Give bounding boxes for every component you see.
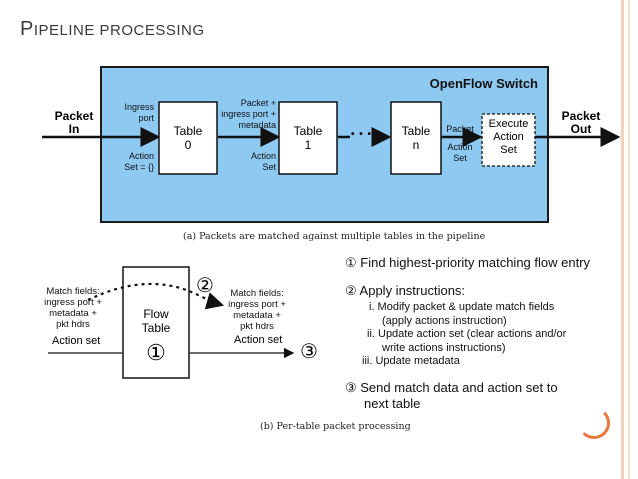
title-rest: IPELINE PROCESSING bbox=[33, 22, 205, 39]
step3-line: next table bbox=[364, 396, 421, 411]
caption-a: (a) Packets are matched against multiple… bbox=[183, 231, 486, 242]
caption-b: (b) Per-table packet processing bbox=[260, 421, 411, 432]
instruction-step-2: ② Apply instructions: bbox=[345, 283, 466, 298]
decorative-circle-icon bbox=[578, 407, 610, 439]
flow-table-box bbox=[122, 266, 190, 379]
slide-border-right bbox=[621, 0, 624, 479]
switch-label: OpenFlow Switch bbox=[430, 76, 538, 91]
table-1-box bbox=[278, 101, 338, 175]
action-set-out-label: Action set bbox=[234, 334, 283, 346]
action-set-in-label: Action set bbox=[52, 335, 101, 347]
step2-item: iii. Update metadata bbox=[362, 355, 460, 367]
flow-table-marker: ① bbox=[146, 340, 166, 365]
packet-metadata-label: Packet +ingress port +metadata bbox=[221, 98, 276, 130]
match-fields-dashed-arrow bbox=[87, 282, 225, 310]
step2-item: ii. Update action set (clear actions and… bbox=[367, 328, 567, 340]
slide-border-right-inner bbox=[628, 0, 630, 479]
match-fields-out: Match fields:ingress port +metadata +pkt… bbox=[228, 288, 286, 332]
page-title: PIPELINE PROCESSING bbox=[20, 18, 205, 41]
instruction-step-3: ③ Send match data and action set to next… bbox=[345, 380, 558, 412]
table-0-box bbox=[158, 101, 218, 175]
table-n-box bbox=[390, 101, 442, 175]
step2-item: (apply actions instruction) bbox=[382, 314, 507, 327]
instruction-step-2-items: i. Modify packet & update match fields (… bbox=[362, 301, 567, 369]
title-initial: P bbox=[20, 18, 34, 40]
packet-label-n: Packet bbox=[446, 124, 474, 134]
execute-action-set-box bbox=[481, 113, 536, 167]
instruction-step-1: ① Find highest-priority matching flow en… bbox=[345, 255, 591, 270]
ellipsis: • • • bbox=[351, 129, 373, 140]
step2-item: write actions instructions) bbox=[382, 341, 506, 354]
step2-item: i. Modify packet & update match fields bbox=[369, 301, 555, 313]
marker-3: ③ bbox=[300, 341, 318, 363]
step3-line: ③ Send match data and action set to bbox=[345, 380, 558, 395]
match-fields-in: Match fields:ingress port +metadata +pkt… bbox=[44, 286, 102, 330]
marker-2: ② bbox=[196, 275, 214, 297]
